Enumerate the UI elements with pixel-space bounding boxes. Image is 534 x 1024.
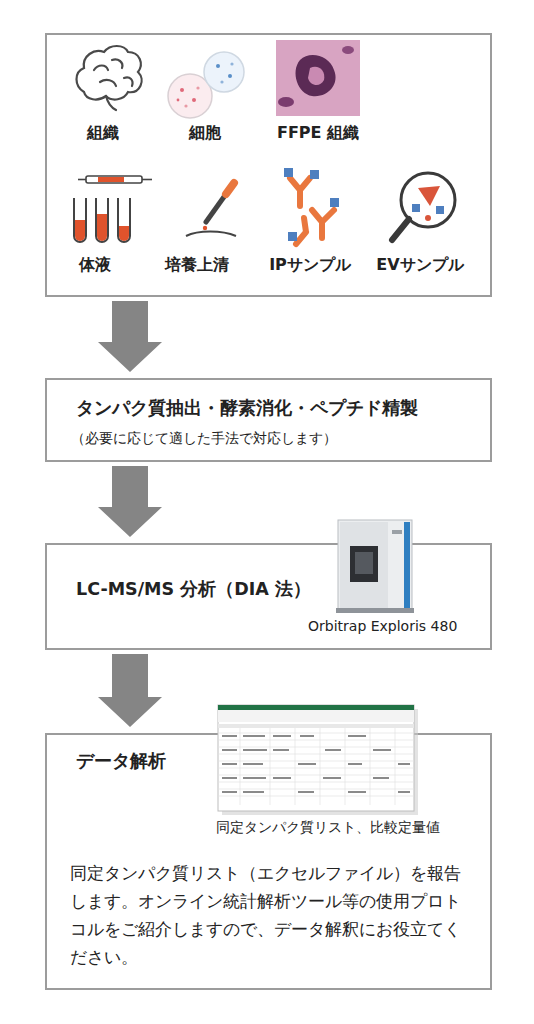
process-box: 組織細胞FFPE 組織体液培養上清IPサンプルEVサンプル [45,33,492,297]
process-box: LC-MS/MS 分析（DIA 法） Orbitrap Exploris 480 [45,543,492,650]
flow-arrow [98,466,162,537]
flow-arrow [98,301,162,372]
step-text: （必要に応じて適した手法で対応します） [71,430,471,447]
sample-label: EVサンプル [363,255,477,275]
step-text: Orbitrap Exploris 480 [308,618,488,636]
flow-arrow [98,654,162,727]
sample-label: 組織 [48,123,158,143]
step-title: LC-MS/MS 分析（DIA 法） [76,579,376,601]
process-box: データ解析同定タンパク質リスト、比較定量値同定タンパク質リスト（エクセルファイル… [45,733,492,990]
step-text: 同定タンパク質リスト（エクセルファイル）を報告します。オンライン統計解析ツール等… [70,860,462,972]
sample-label: FFPE 組織 [263,123,373,143]
sample-label: 細胞 [150,123,260,143]
step-text: 同定タンパク質リスト、比較定量値 [216,819,466,836]
sample-label: IPサンプル [253,255,367,275]
step-title: データ解析 [76,751,226,773]
step-title: タンパク質抽出・酵素消化・ペプチド精製 [76,398,486,420]
sample-label: 培養上清 [142,255,252,275]
sample-label: 体液 [40,255,150,275]
process-box: タンパク質抽出・酵素消化・ペプチド精製 （必要に応じて適した手法で対応します） [45,378,492,462]
